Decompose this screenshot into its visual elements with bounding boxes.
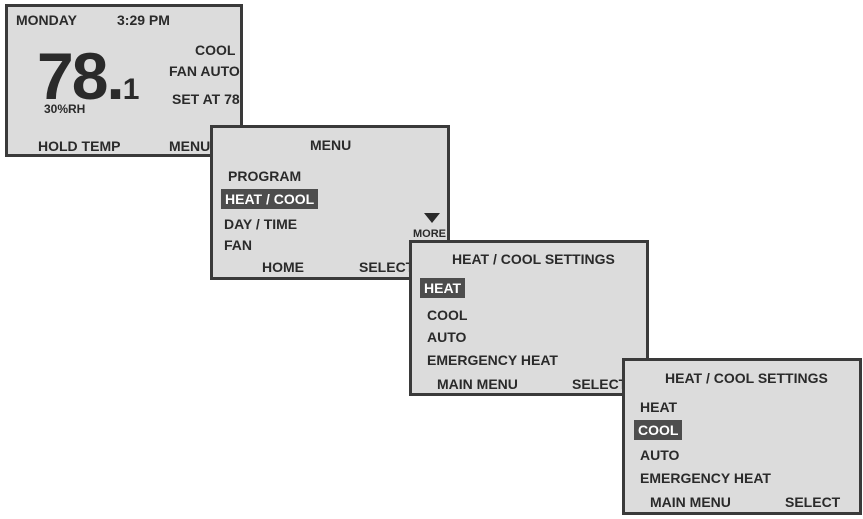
- current-temperature: 78.1: [37, 43, 140, 109]
- option-auto[interactable]: AUTO: [640, 447, 680, 463]
- more-label[interactable]: MORE: [413, 228, 446, 240]
- menu-item-day-time[interactable]: DAY / TIME: [224, 216, 298, 232]
- menu-item-program[interactable]: PROGRAM: [228, 168, 302, 184]
- select-softkey[interactable]: SELECT: [785, 494, 841, 510]
- heat-cool-settings-screen: HEAT / COOL SETTINGS HEAT COOL AUTO EMER…: [409, 240, 649, 396]
- main-menu-softkey[interactable]: MAIN MENU: [650, 494, 731, 510]
- option-heat[interactable]: HEAT: [640, 399, 678, 415]
- day-label: MONDAY: [16, 12, 77, 28]
- time-label: 3:29 PM: [117, 12, 170, 28]
- option-emergency-heat[interactable]: EMERGENCY HEAT: [427, 352, 558, 368]
- select-softkey[interactable]: SELECT: [359, 259, 415, 275]
- menu-title: MENU: [310, 137, 352, 153]
- main-menu-softkey[interactable]: MAIN MENU: [437, 376, 518, 392]
- home-screen: MONDAY 3:29 PM 78.1 30%RH COOL FAN AUTO …: [5, 4, 243, 157]
- option-heat[interactable]: HEAT: [420, 278, 466, 298]
- system-mode-label: COOL: [195, 42, 236, 58]
- temperature-whole: 78: [37, 39, 108, 113]
- menu-item-fan[interactable]: FAN: [224, 237, 252, 253]
- scroll-down-arrow-icon[interactable]: [424, 213, 440, 223]
- fan-mode-label: FAN AUTO: [169, 63, 240, 79]
- settings-title: HEAT / COOL SETTINGS: [665, 370, 828, 386]
- option-emergency-heat[interactable]: EMERGENCY HEAT: [640, 470, 771, 486]
- select-softkey[interactable]: SELECT: [572, 376, 628, 392]
- menu-softkey[interactable]: MENU: [169, 138, 211, 154]
- option-cool[interactable]: COOL: [634, 420, 683, 440]
- settings-title: HEAT / COOL SETTINGS: [452, 251, 615, 267]
- humidity-label: 30%RH: [44, 102, 86, 116]
- heat-cool-settings-screen-cool: HEAT / COOL SETTINGS HEAT COOL AUTO EMER…: [622, 358, 862, 515]
- option-cool[interactable]: COOL: [427, 307, 468, 323]
- menu-screen: MENU PROGRAM HEAT / COOL DAY / TIME FAN …: [210, 125, 450, 280]
- option-auto[interactable]: AUTO: [427, 329, 467, 345]
- hold-temp-softkey[interactable]: HOLD TEMP: [38, 138, 121, 154]
- menu-item-heat-cool[interactable]: HEAT / COOL: [221, 189, 319, 209]
- temperature-dot: .: [106, 39, 124, 113]
- setpoint-label: SET AT 78: [172, 91, 240, 107]
- temperature-decimal: 1: [122, 73, 140, 106]
- home-softkey[interactable]: HOME: [262, 259, 304, 275]
